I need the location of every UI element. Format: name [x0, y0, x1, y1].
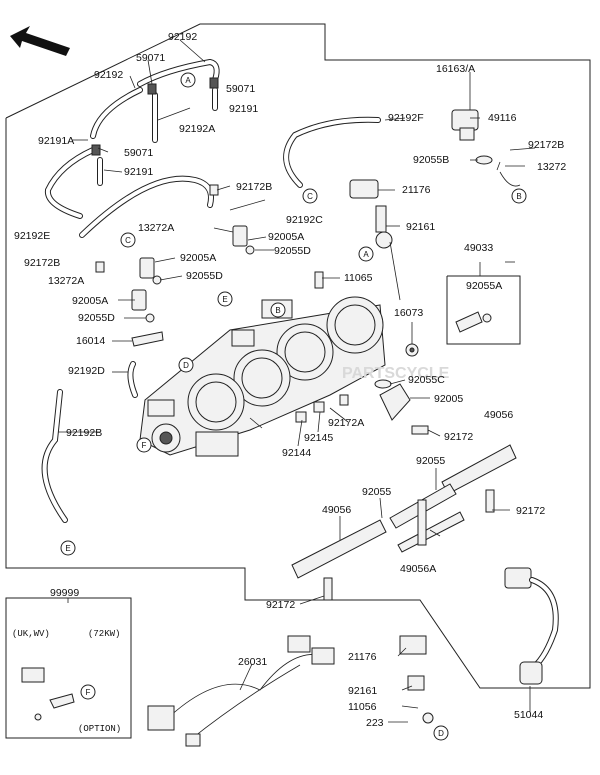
fuel-rails: [291, 444, 517, 601]
label-92055B: 92055B: [413, 154, 449, 166]
label-92192-top: 92192: [168, 31, 197, 43]
label-16014: 16014: [76, 335, 105, 347]
option-inset-box: [5, 597, 132, 739]
harness: [21, 567, 559, 747]
label-223: 223: [366, 717, 384, 729]
ref-e-bottom: E: [65, 544, 70, 553]
label-49116: 49116: [488, 112, 517, 124]
label-92192C: 92192C: [286, 214, 323, 226]
label-92144: 92144: [282, 447, 311, 459]
label-59071-c: 59071: [124, 147, 153, 159]
label-92172-center: 92172: [444, 431, 473, 443]
label-92005A-left: 92005A: [180, 252, 216, 264]
label-11056: 11056: [348, 701, 377, 713]
label-92005A-mid: 92005A: [268, 231, 304, 243]
ref-f-mid: F: [142, 441, 147, 450]
label-49056-mid: 49056: [322, 504, 351, 516]
label-49056A: 49056A: [400, 563, 436, 575]
label-92172-right: 92172: [516, 505, 545, 517]
injector-box: [446, 275, 521, 345]
ref-d-bottom: D: [438, 729, 444, 738]
label-13272-right: 13272: [537, 161, 566, 173]
label-92055D-left: 92055D: [186, 270, 223, 282]
label-51044: 51044: [514, 709, 543, 721]
label-99999: 99999: [50, 587, 79, 599]
label-13272A-left: 13272A: [48, 275, 84, 287]
label-11065: 11065: [344, 272, 373, 284]
label-59071-b: 59071: [226, 83, 255, 95]
label-92161-top: 92161: [406, 221, 435, 233]
ref-b-right: B: [516, 192, 521, 201]
ref-f-inset: F: [86, 688, 91, 697]
throttle-body-assembly: [139, 296, 386, 457]
fittings: [95, 184, 349, 423]
label-92172B-mid: 92172B: [236, 181, 272, 193]
label-59071-a: 59071: [136, 52, 165, 64]
label-16073: 16073: [394, 307, 423, 319]
ref-a-mid: A: [363, 250, 369, 259]
label-92055C: 92055C: [408, 374, 445, 386]
label-92172-bottom: 92172: [266, 599, 295, 611]
label-92172B-left: 92172B: [24, 257, 60, 269]
part-number-labels: 92192 59071 59071 92192 92191 92192A 921…: [14, 31, 566, 729]
label-26031: 26031: [238, 656, 267, 668]
label-92192D: 92192D: [68, 365, 105, 377]
inset-option: (OPTION): [78, 724, 121, 734]
watermark: PARTSCYCLE: [342, 365, 450, 382]
ref-e-mid: E: [222, 295, 227, 304]
label-92191-a: 92191: [229, 103, 258, 115]
label-92172B-right: 92172B: [528, 139, 564, 151]
label-92161-bottom: 92161: [348, 685, 377, 697]
ref-c-top: C: [307, 192, 313, 201]
option-inset: (UK,WV) (72KW) (OPTION): [12, 629, 121, 734]
label-92005A-left2: 92005A: [72, 295, 108, 307]
label-92005: 92005: [434, 393, 463, 405]
ref-b-mid: B: [275, 306, 280, 315]
label-49056-right: 49056: [484, 409, 513, 421]
label-92055A: 92055A: [466, 280, 502, 292]
label-92191A: 92191A: [38, 135, 74, 147]
label-49033: 49033: [464, 242, 493, 254]
label-92145: 92145: [304, 432, 333, 444]
vacuum-hoses: [41, 58, 381, 523]
inset-market: (UK,WV): [12, 629, 50, 639]
label-21176-bottom: 21176: [348, 651, 377, 663]
label-92055-mid: 92055: [362, 486, 391, 498]
label-92191-b: 92191: [124, 166, 153, 178]
label-92192B: 92192B: [66, 427, 102, 439]
label-92055D-left2: 92055D: [78, 312, 115, 324]
sensor-parts: [314, 109, 521, 435]
label-92192-left: 92192: [94, 69, 123, 81]
front-direction-arrow-icon: [10, 26, 70, 56]
reference-markers: A B C A C E B D F E F D: [60, 72, 527, 741]
inset-power: (72KW): [88, 629, 120, 639]
label-92055D-mid: 92055D: [274, 245, 311, 257]
label-13272A-mid: 13272A: [138, 222, 174, 234]
assembly-outline: [5, 23, 591, 689]
ref-a-top: A: [185, 76, 191, 85]
ref-d-mid: D: [183, 361, 189, 370]
label-21176-top: 21176: [402, 184, 431, 196]
label-16163A: 16163/A: [436, 63, 475, 75]
label-92055-right: 92055: [416, 455, 445, 467]
ref-c-left: C: [125, 236, 131, 245]
label-92192E: 92192E: [14, 230, 50, 242]
label-92192A: 92192A: [179, 123, 215, 135]
label-92172A: 92172A: [328, 417, 364, 429]
leader-lines: [58, 39, 536, 723]
label-92192F: 92192F: [388, 112, 424, 124]
